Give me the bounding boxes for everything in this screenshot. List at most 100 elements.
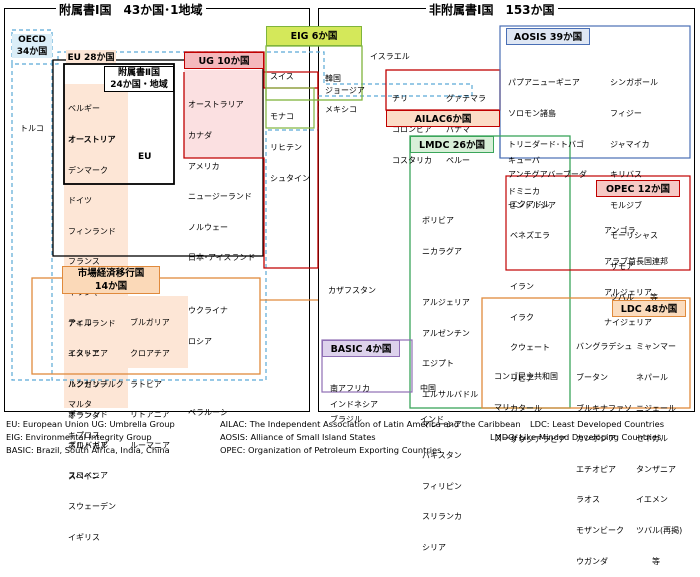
legend-cell: AILAC: The Independent Association of La… xyxy=(220,419,521,429)
eig-member: リヒテン xyxy=(270,143,302,153)
eu-member: フィンランド xyxy=(68,226,116,236)
opec-lmdc-member: エクアドル xyxy=(510,200,550,210)
eu-shade-right xyxy=(128,296,188,368)
aosis-col2: シンガポール フィジー ジャマイカ キリバス モルジブ モーリシャス サモア ツ… xyxy=(610,58,658,313)
eit-member: リトアニア xyxy=(130,410,170,420)
opec-lmdc-member: リビア xyxy=(510,373,534,383)
aosis-member: キリバス xyxy=(610,170,642,180)
eit-member: クロアチア xyxy=(130,349,170,359)
eig-member: モナコ xyxy=(270,112,294,122)
eu-member-austria: オーストリア xyxy=(68,135,116,145)
aosis-member: ソロモン諸島 xyxy=(508,109,556,119)
ldc-member: ウガンダ xyxy=(576,556,608,566)
basic-label: BASIC 4か国 xyxy=(322,340,400,357)
lmdc-member: ニカラグア xyxy=(422,247,462,257)
nonannex1-title: 非附属書Ⅰ国 153か国 xyxy=(426,1,558,18)
ug-member: ノルウェー xyxy=(188,222,228,232)
lmdc-member: アルゼンチン xyxy=(422,328,470,338)
ug-member: アメリカ xyxy=(188,161,220,171)
opec-lmdc-member: イラン xyxy=(510,282,534,292)
eig-member: シュタイン xyxy=(270,173,310,183)
aosis-member: ジャマイカ xyxy=(610,139,650,149)
eit-member: ロシア xyxy=(188,337,212,347)
eu-inner-label: EU xyxy=(138,152,152,162)
eit-col3: ウクライナ ロシア ベラルーシ xyxy=(188,286,228,429)
ldc-member: 等 xyxy=(636,556,660,566)
ldc-member: セネガル xyxy=(636,434,668,444)
opec-member: アンゴラ xyxy=(604,226,636,236)
eu-member: ポルトガル xyxy=(68,441,108,451)
basic-col1: 南アフリカ ブラジル xyxy=(330,364,370,435)
legend-cell: EIG: Environmental Integrity Group xyxy=(6,432,152,442)
lmdc-member: アルジェリア xyxy=(422,298,470,308)
eu-member: スウェーデン xyxy=(68,502,116,512)
opec-member: アラブ首長国連邦 xyxy=(604,257,668,267)
eit-member: ラトビア xyxy=(130,379,162,389)
kazakhstan-label: カザフスタン xyxy=(328,286,376,295)
indonesia-label: インドネシア xyxy=(330,400,378,409)
ailac-member: グァテマラ xyxy=(446,94,486,104)
legend-cell: LMDC: Like-Minded Developing Countries xyxy=(490,432,662,442)
kazakhstan: カザフスタン xyxy=(328,286,376,296)
opec-lmdc-member: イラク xyxy=(510,312,534,322)
opec-lmdc-member: クウェート xyxy=(510,343,550,353)
oecd-members: トルコ xyxy=(20,124,44,134)
opec-lmdc-member: サウジアラビア xyxy=(510,435,566,445)
annex1-title: 附属書Ⅰ国 43か国･1地域 xyxy=(56,1,206,18)
eig-members-right: イスラエル xyxy=(370,52,410,62)
ldc-label: LDC 48か国 xyxy=(612,300,686,317)
ldc-member: ミャンマー xyxy=(636,342,676,352)
lmdc-member: エルサルバドル xyxy=(422,389,479,399)
ailac-col1: チリ コロンビア コスタリカ xyxy=(392,74,432,176)
eu-member: アイルランド xyxy=(68,318,116,328)
eig-member: 韓国 xyxy=(325,74,341,84)
ailac-member: コスタリカ xyxy=(392,155,432,165)
lmdc-member: シリア xyxy=(422,542,446,552)
ailac-member: パナマ xyxy=(446,125,470,135)
ldc-member: バングラデシュ xyxy=(576,342,633,352)
basic-col2: 中国 インド xyxy=(420,364,444,435)
eu-member: キプロス xyxy=(68,431,100,441)
aosis-member: フィジー xyxy=(610,109,642,119)
eit-member: スロベニア xyxy=(68,471,108,481)
ug-member: カナダ xyxy=(188,131,212,141)
ldc-member: モザンビーク xyxy=(576,526,624,536)
ldc-member: ブルキナファソ xyxy=(576,403,632,413)
eu-member: ドイツ xyxy=(68,196,92,206)
opec-label: OPEC 12か国 xyxy=(596,180,680,197)
ldc-member: ブータン xyxy=(576,373,608,383)
eig-member: イスラエル xyxy=(370,52,410,61)
eit-label: 市場経済移行国 14か国 xyxy=(62,266,160,294)
legend-cell: BASIC: Brazil, South Africa, India, Chin… xyxy=(6,445,170,455)
oecd-label: OECD 34か国 xyxy=(12,34,52,58)
ug-label: UG 10か国 xyxy=(184,52,264,69)
opec-lmdc-member: カタール xyxy=(510,404,542,414)
eu-member: マルタ xyxy=(68,400,92,410)
lmdc-label: LMDC 26か国 xyxy=(410,136,494,153)
ldc-member: エチオピア xyxy=(576,464,616,474)
eu-member: デンマーク xyxy=(68,165,108,175)
aosis-member: ツバル 等 xyxy=(610,292,658,302)
ailac-col2: グァテマラ パナマ ペルー xyxy=(446,74,486,176)
eit-member: エストニア xyxy=(68,349,108,359)
cuba-dominica: キューバ ドミニカ xyxy=(508,136,540,207)
georgia-label: ジョージア xyxy=(325,86,365,95)
eit-member: チェコ xyxy=(68,318,92,328)
eu-member-belgium: ベルギー xyxy=(68,104,100,114)
eu-label: EU 28か国 xyxy=(66,50,116,63)
ailac-member: チリ xyxy=(392,94,408,104)
opec-shared: エクアドル ベネズエラ イラン イラク クウェート リビア カタール サウジアラ… xyxy=(510,180,566,455)
aosis-label: AOSIS 39か国 xyxy=(506,28,590,45)
ailac-member: コロンビア xyxy=(392,125,432,135)
eit-extra: マルタ キプロス xyxy=(68,380,100,451)
indonesia: インドネシア xyxy=(330,400,378,410)
ldc-col2: ミャンマー ネパール ニジェール セネガル タンザニア イエメン ツバル(再掲)… xyxy=(636,322,682,577)
ug-member: ニュージーランド xyxy=(188,192,252,202)
lmdc-member: パキスタン xyxy=(422,451,462,461)
eig-monaco: モナコ リヒテン シュタイン xyxy=(270,92,310,194)
eu-shade xyxy=(64,84,128,408)
oecd-member: トルコ xyxy=(20,124,44,133)
eit-member: ブルガリア xyxy=(130,318,170,328)
ailac-label: AILAC6か国 xyxy=(386,110,500,127)
shared-member: キューバ xyxy=(508,156,540,166)
